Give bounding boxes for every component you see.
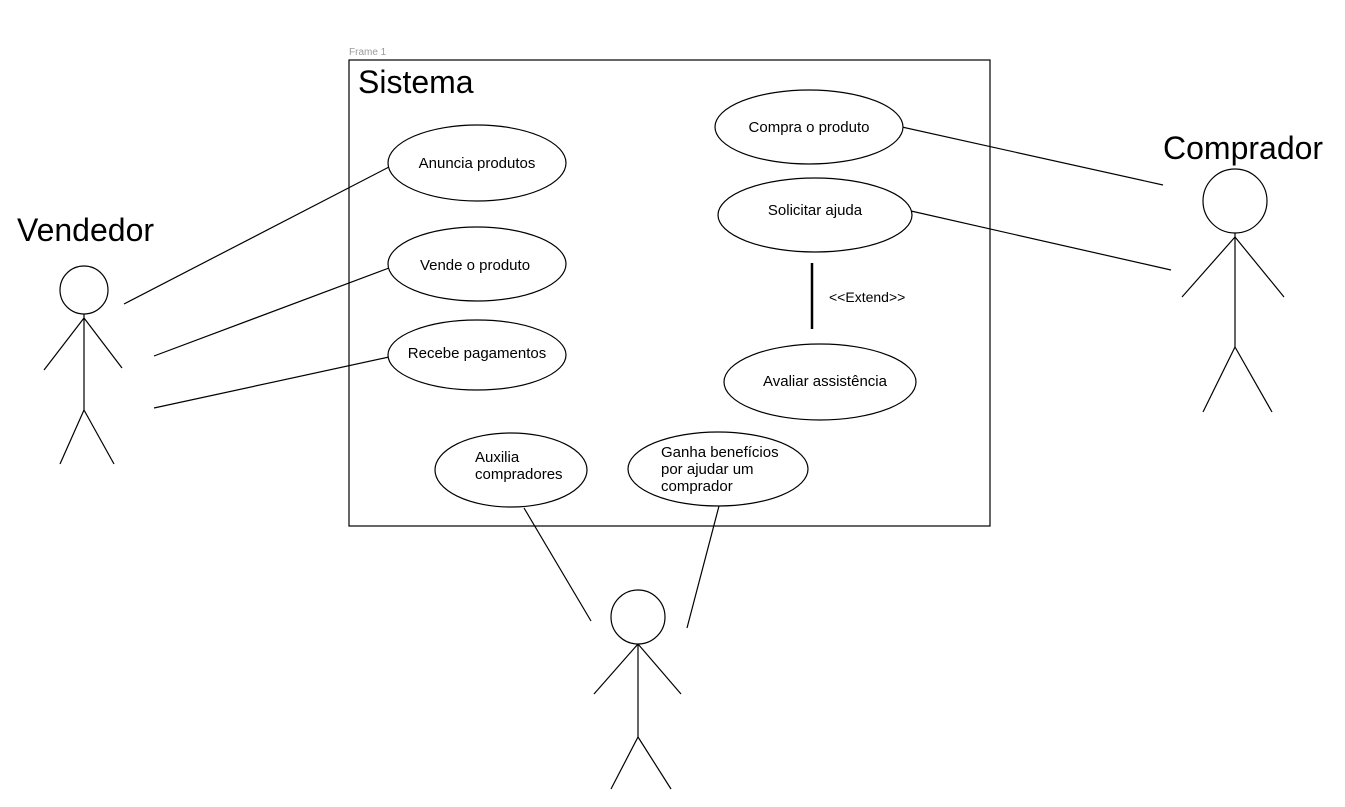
- use-case-compra-produto: Compra o produto: [714, 89, 904, 165]
- stick-figure-icon: [43, 265, 123, 465]
- actor-comprador: Comprador: [1163, 130, 1323, 413]
- actor-helper: [593, 589, 682, 790]
- extend-label: <<Extend>>: [829, 289, 905, 305]
- stick-figure-icon: [1181, 168, 1285, 413]
- actor-comprador-name: Comprador: [1163, 130, 1323, 166]
- use-case-label-line: Vende o produto: [420, 257, 530, 274]
- use-case-label: Vende o produto: [420, 257, 530, 274]
- association-comprador-solicitar: [910, 210, 1172, 271]
- association-comprador-compra: [901, 126, 1164, 186]
- association-vendedor-recebe: [153, 356, 390, 409]
- frame-label: Frame 1: [349, 47, 387, 58]
- actor-vendedor: Vendedor: [17, 212, 154, 465]
- use-case-label-line: por ajudar um: [661, 461, 754, 478]
- use-case-label-line: Anuncia produtos: [419, 155, 536, 172]
- use-case-label-line: Auxilia: [475, 449, 520, 466]
- use-case-label: Recebe pagamentos: [408, 345, 546, 362]
- system-title: Sistema: [358, 64, 474, 100]
- actor-vendedor-name: Vendedor: [17, 212, 154, 248]
- use-case-anuncia-produtos: Anuncia produtos: [387, 124, 567, 202]
- stick-figure-icon: [593, 589, 682, 790]
- use-case-vende-produto: Vende o produto: [387, 226, 567, 302]
- association-helper-ganha: [686, 505, 720, 629]
- use-case-label-line: comprador: [661, 478, 733, 495]
- association-helper-auxilia: [523, 507, 592, 622]
- use-case-label-line: Ganha benefícios: [661, 444, 779, 461]
- use-case-label-line: Avaliar assistência: [763, 373, 888, 390]
- system-boundary: [348, 59, 991, 527]
- association-vendedor-anuncia: [123, 166, 390, 305]
- use-case-label-line: Compra o produto: [749, 119, 870, 136]
- use-case-label-line: Recebe pagamentos: [408, 345, 546, 362]
- use-case-label: Compra o produto: [749, 119, 870, 136]
- use-case-label: Avaliar assistência: [763, 373, 888, 390]
- use-case-solicitar-ajuda: Solicitar ajuda: [717, 177, 913, 253]
- use-case-label-line: Solicitar ajuda: [768, 202, 863, 219]
- use-case-label-line: compradores: [475, 466, 563, 483]
- use-case-label: Anuncia produtos: [419, 155, 536, 172]
- use-case-label: Solicitar ajuda: [768, 202, 863, 219]
- association-vendedor-vende: [153, 267, 390, 357]
- use-case-avaliar-assistencia: Avaliar assistência: [723, 343, 917, 421]
- use-case-recebe-pagamentos: Recebe pagamentos: [387, 319, 567, 391]
